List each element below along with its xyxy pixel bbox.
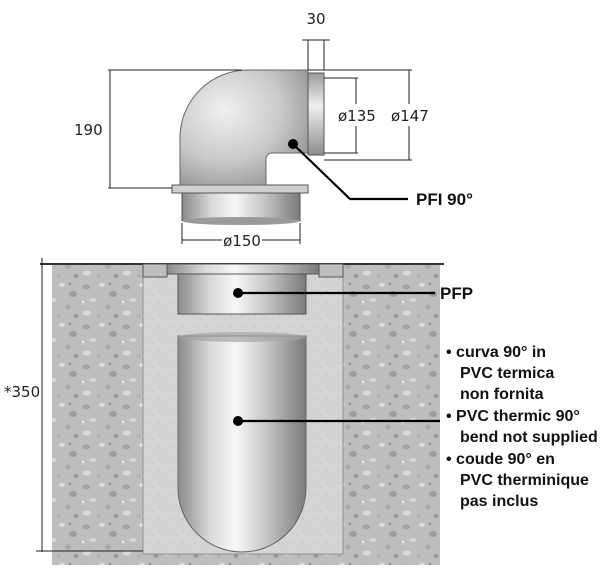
elbow-side-flange <box>307 72 325 156</box>
capsule-top-highlight <box>178 332 306 342</box>
dim-outer-diameter: ø147 <box>391 107 429 125</box>
note-line-1: • curva 90° in <box>446 344 546 361</box>
elbow-lower-pipe <box>181 192 301 222</box>
note-line-5: bend not supplied <box>460 429 598 446</box>
leader-pfi <box>288 139 408 201</box>
dim-inner-diameter: ø135 <box>338 107 376 125</box>
note-line-3: non fornita <box>460 386 544 403</box>
dim-base-diameter: ø150 <box>223 232 261 250</box>
note-line-8: pas inclus <box>460 493 538 510</box>
note-line-6: • coude 90° en <box>446 451 555 468</box>
pvc-bend-capsule <box>177 335 307 553</box>
ground-section <box>40 263 444 565</box>
frame-flange-right <box>318 263 344 278</box>
dimension-lines <box>36 39 412 552</box>
pfi-elbow <box>171 69 325 225</box>
elbow-flange <box>171 184 309 194</box>
dim-height: 190 <box>74 121 103 139</box>
elbow-lower-rim <box>182 217 300 225</box>
frame-flange-left <box>142 263 168 278</box>
callout-pfi-90: PFI 90° <box>416 190 473 209</box>
leader-pfp <box>233 288 435 298</box>
dim-flange-width: 30 <box>306 10 325 28</box>
note-line-7: PVC therminique <box>460 472 589 489</box>
note-line-4: • PVC thermic 90° <box>446 408 580 425</box>
leader-notes <box>233 416 440 426</box>
callout-pfp: PFP <box>440 284 473 303</box>
note-line-2: PVC termica <box>460 365 554 382</box>
dim-depth: *350 <box>4 383 40 401</box>
pfp-pipe-collar <box>166 263 320 275</box>
elbow-body <box>179 69 309 186</box>
